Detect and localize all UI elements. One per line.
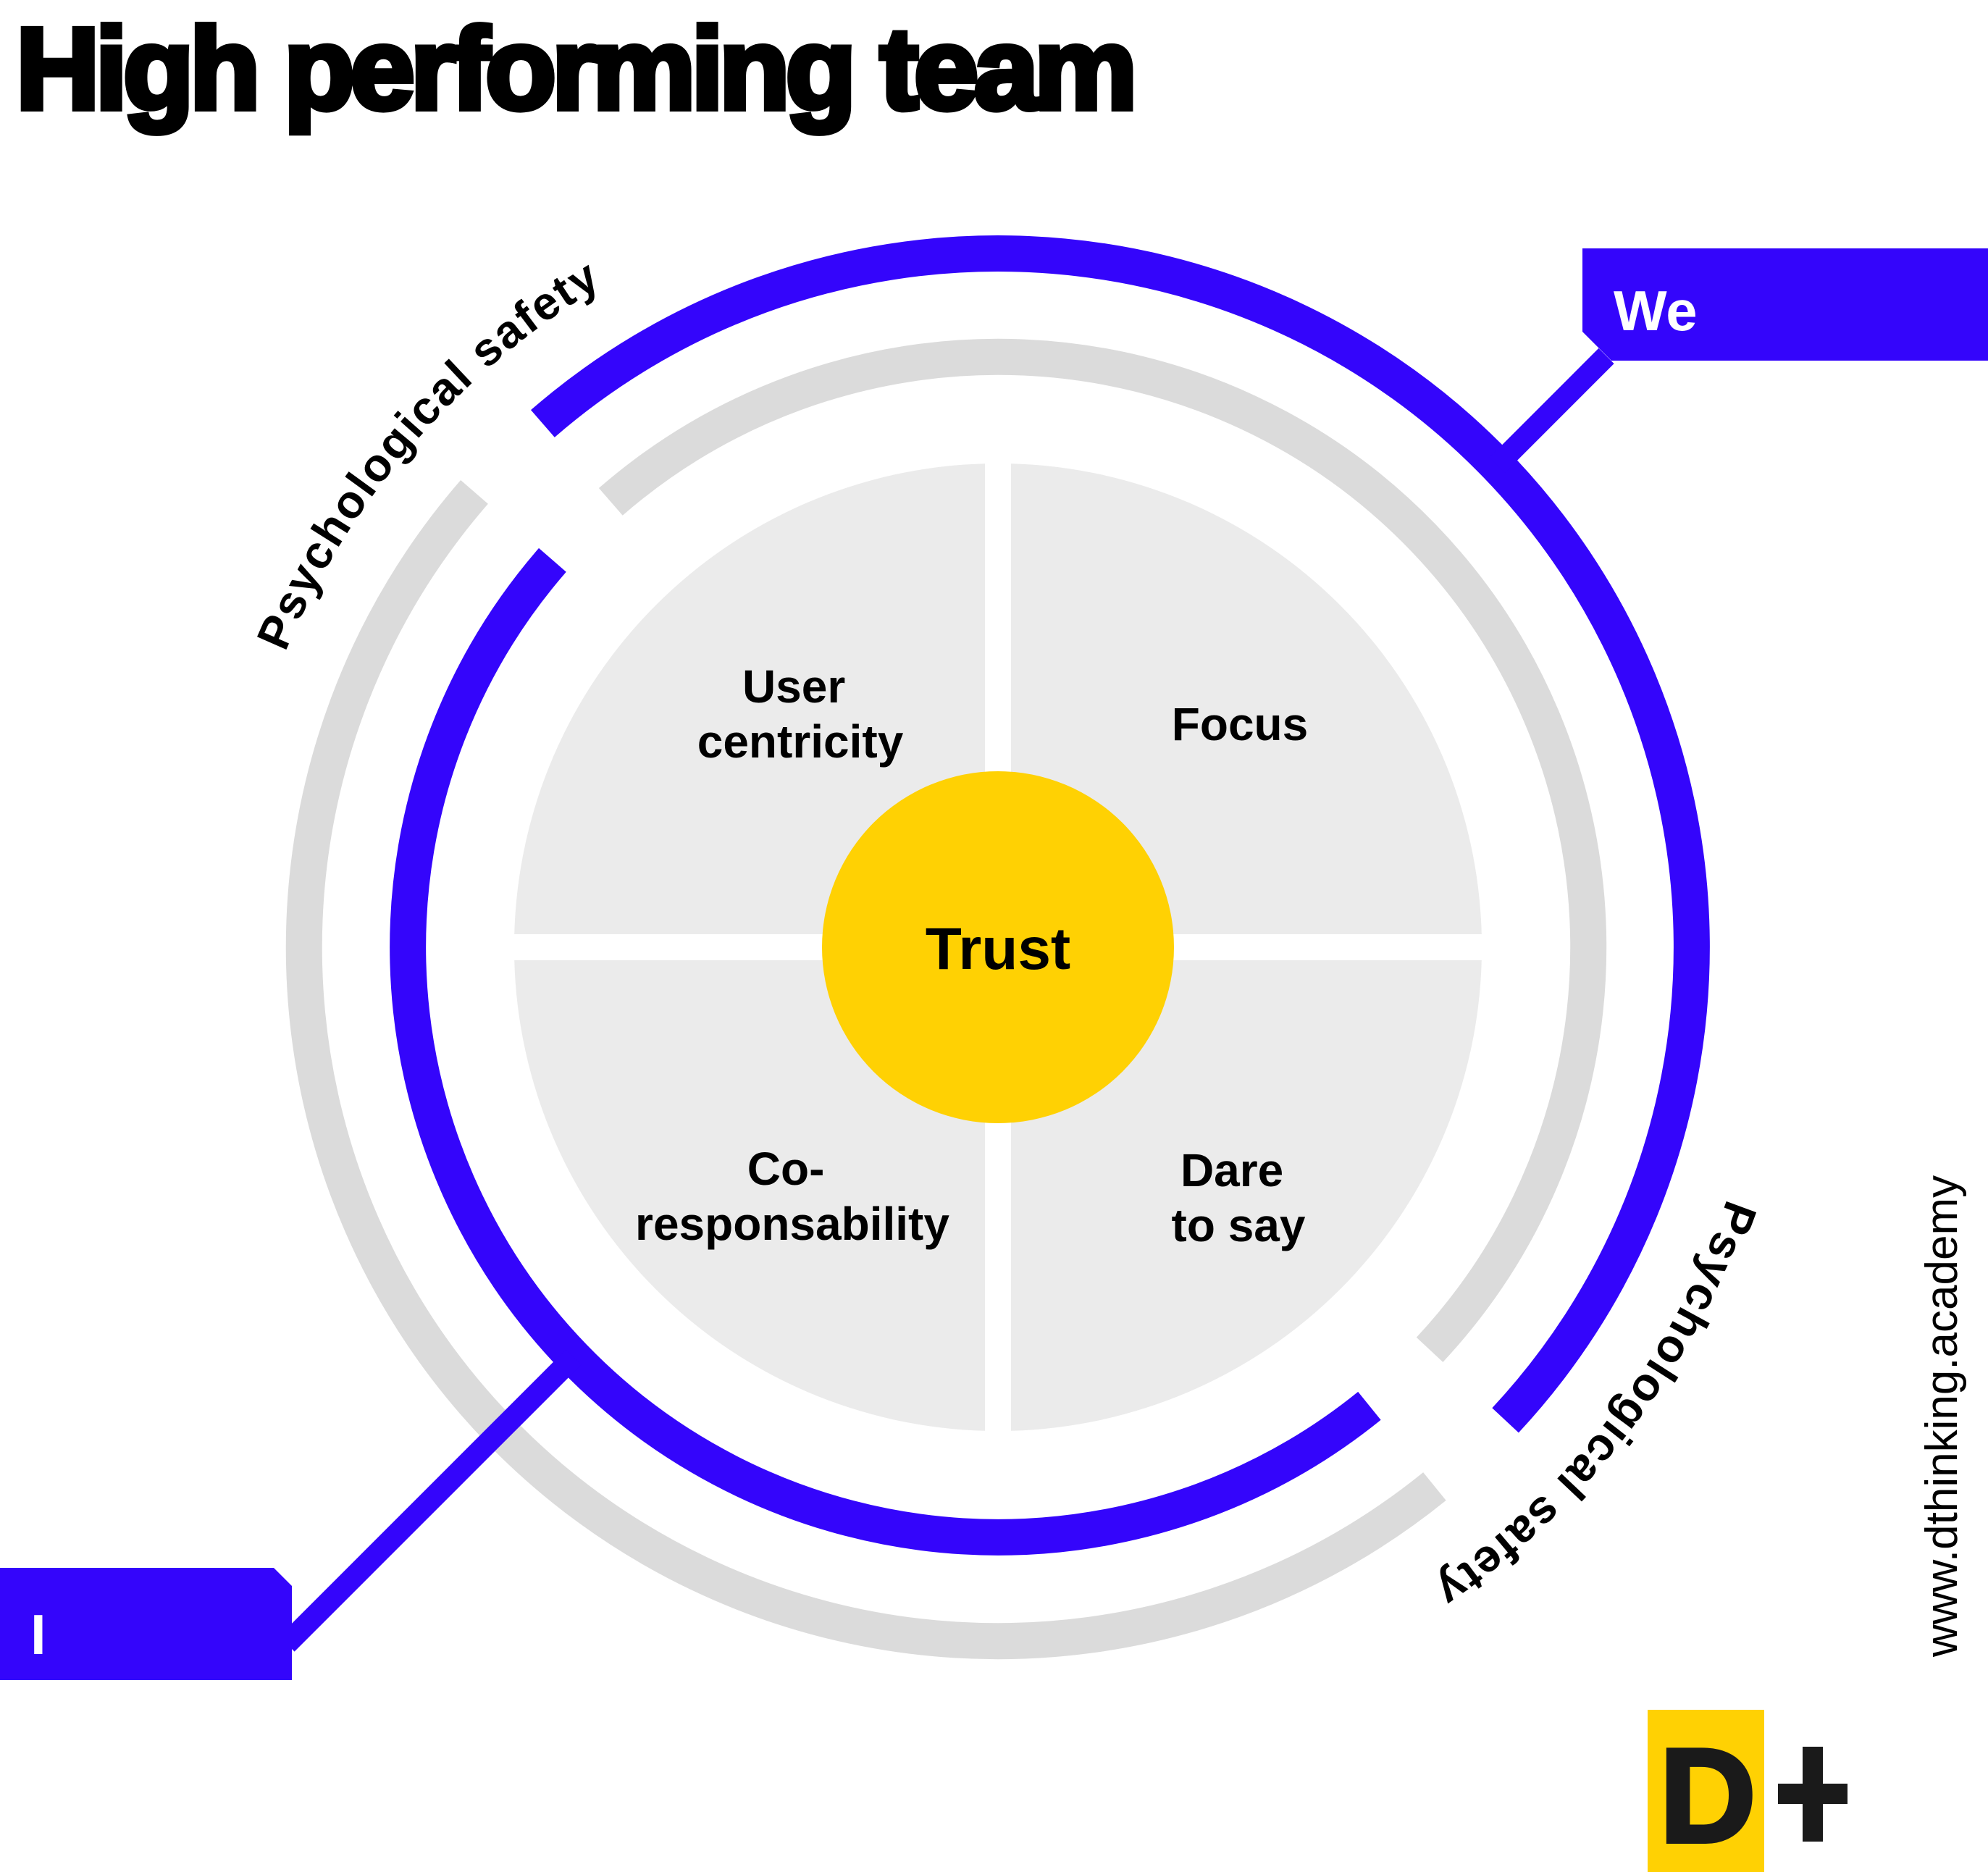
inner-ring-gray-arc — [598, 338, 1607, 1362]
website-url: www.dthinking.academy — [1917, 1175, 1967, 1658]
we-callout-box — [1582, 248, 1988, 361]
quadrant-sector-bottom-right — [1011, 960, 1482, 1431]
quadrant-label-user-centricity: User centricity — [697, 660, 904, 768]
logo-square — [1648, 1710, 1764, 1872]
we-callout-label: We — [1614, 279, 1698, 343]
i-callout-box — [0, 1568, 292, 1680]
quadrant-label-focus: Focus — [1172, 698, 1308, 750]
i-callout-label: I — [30, 1603, 46, 1666]
page-title: High performing team — [16, 4, 1133, 133]
trust-core-circle — [822, 771, 1174, 1123]
arc-label-bottom-right-text: Psychological safety — [1426, 1195, 1765, 1619]
quadrant-label-dare-to-say: Dare to say — [1172, 1144, 1306, 1251]
quadrant-sector-top-right — [1011, 463, 1482, 934]
logo-plus-icon — [1778, 1747, 1848, 1842]
quadrant-labels: User centricity Focus Co- responsability… — [635, 660, 1308, 1251]
trust-core-label: Trust — [926, 916, 1070, 982]
we-callout: We — [1582, 248, 1988, 361]
quadrant-disc — [514, 463, 1482, 1431]
quadrant-sector-top-left — [514, 463, 985, 934]
arc-label-top-left-text: Psychological safety — [246, 249, 606, 657]
arc-label-top-left: Psychological safety — [246, 249, 608, 657]
i-connector-line — [279, 1349, 582, 1652]
i-callout: I — [0, 1568, 292, 1680]
quadrant-label-co-responsability: Co- responsability — [635, 1143, 949, 1250]
inner-ring-blue-arc — [390, 547, 1381, 1556]
outer-ring-blue-arc — [531, 235, 1710, 1433]
logo-letter-d: D — [1660, 1721, 1756, 1870]
we-connector-line — [1489, 348, 1614, 474]
logo: D — [1648, 1710, 1848, 1872]
arc-label-bottom-right: Psychological safety — [1426, 1195, 1766, 1619]
logo-plus-vertical-bar — [1803, 1747, 1823, 1842]
quadrant-sector-bottom-left — [514, 960, 985, 1431]
